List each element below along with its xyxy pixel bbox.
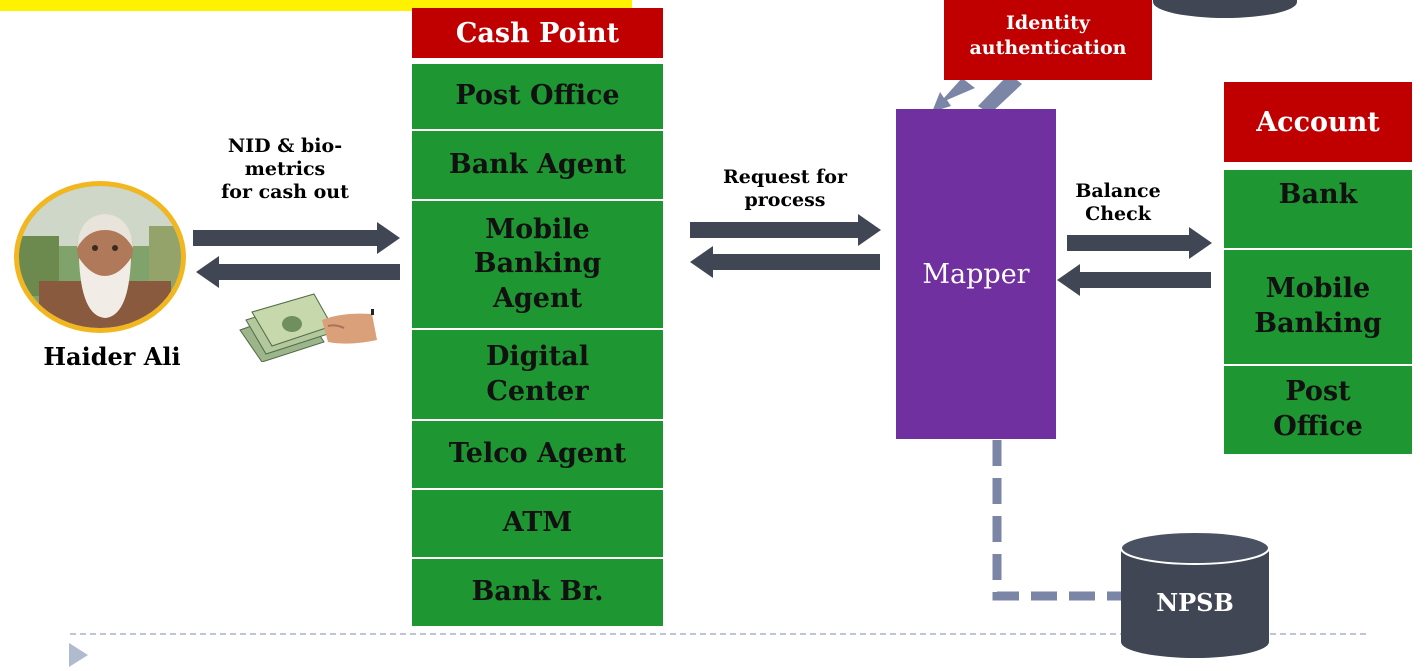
cash-point-item-telco-agent: Telco Agent xyxy=(412,421,663,490)
slide-bullet-triangle xyxy=(69,643,88,667)
account-item-bank: Bank xyxy=(1224,170,1412,250)
account-item-mobile-banking: Mobile Banking xyxy=(1224,250,1412,366)
account-title: Account xyxy=(1224,82,1412,162)
mapper-box: Mapper xyxy=(896,109,1056,439)
top-highlight-strip xyxy=(0,0,632,11)
person-portrait-image xyxy=(19,186,181,328)
dashed-link-mapper-npsb xyxy=(992,440,1128,601)
npsb-database-cylinder xyxy=(1120,531,1270,658)
identity-authentication-box: Identity authentication xyxy=(944,0,1152,80)
arrow-cashpoint-to-mapper xyxy=(690,214,881,246)
cash-point-item-atm: ATM xyxy=(412,490,663,559)
cash-point-item-post-office: Post Office xyxy=(412,64,663,131)
npsb-label: NPSB xyxy=(1156,588,1234,617)
cash-point-item-mobile-banking-agent: Mobile Banking Agent xyxy=(412,201,663,330)
arrow-cashpoint-to-person xyxy=(196,256,400,288)
nid-biometrics-label: NID & bio- metrics for cash out xyxy=(221,135,349,204)
arrow-person-to-cashpoint xyxy=(193,222,400,254)
person-avatar xyxy=(14,181,186,333)
cash-point-item-digital-center: Digital Center xyxy=(412,330,663,421)
arrow-mapper-to-cashpoint xyxy=(690,246,880,278)
cash-point-title: Cash Point xyxy=(412,8,663,58)
account-item-post-office: Post Office xyxy=(1224,366,1412,454)
arrow-mapper-to-identity xyxy=(978,74,1022,114)
top-database-cylinder xyxy=(1153,0,1297,18)
person-name: Haider Ali xyxy=(43,342,181,371)
arrow-mapper-to-account xyxy=(1067,227,1212,259)
cash-point-item-bank-branch: Bank Br. xyxy=(412,559,663,626)
request-for-process-label: Request for process xyxy=(722,166,847,212)
arrow-identity-to-mapper xyxy=(932,78,975,112)
cash-money-image xyxy=(232,290,377,363)
cash-point-item-bank-agent: Bank Agent xyxy=(412,131,663,201)
balance-check-label: Balance Check xyxy=(1075,180,1161,226)
arrow-account-to-mapper xyxy=(1057,264,1211,296)
stray-dot xyxy=(371,309,374,315)
